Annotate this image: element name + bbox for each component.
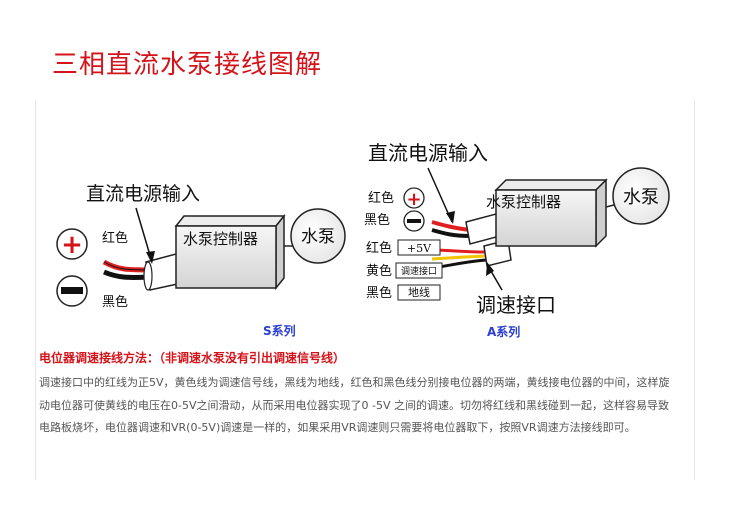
red-wire-a — [431, 220, 471, 232]
power-cable-a — [465, 213, 501, 245]
tag-plus5v — [397, 239, 441, 256]
dc-input-label: 直流电源输入 — [86, 183, 200, 205]
panel-right-border — [694, 100, 695, 480]
plus-terminal-icon-a — [403, 187, 425, 209]
red-wire-label: 红色 — [102, 230, 128, 246]
tag-plus5v-text: +5V — [407, 242, 432, 255]
pump-icon-a — [612, 167, 670, 225]
pump-label: 水泵 — [301, 227, 335, 247]
red-top-label: 红色 — [368, 190, 394, 206]
tag-ground — [397, 284, 441, 301]
black-wire-label: 黑色 — [102, 294, 128, 310]
controller-label: 水泵控制器 — [183, 230, 258, 248]
tag-speed — [395, 262, 443, 279]
row-black-label: 黑色 — [366, 285, 392, 301]
panel-left-border — [35, 100, 36, 480]
minus-bar — [61, 287, 83, 294]
controller-label-a: 水泵控制器 — [486, 193, 561, 211]
row-yellow-label: 黄色 — [366, 263, 392, 279]
method-title: 电位器调速接线方法：（非调速水泵没有引出调速信号线） — [39, 351, 346, 365]
diagram-panel — [35, 100, 695, 480]
pump-icon — [290, 208, 346, 264]
controller-box — [175, 225, 277, 289]
method-paragraph: 调速接口中的红线为正5V，黄色线为调速信号线，黑线为地线，红色和黑色线分别接电位… — [39, 376, 670, 434]
a-series-diagram: 直流电源输入 红色 + 黑色 红色 +5V 黄色 调速接口 黑色 地线 调速接口 — [364, 141, 670, 317]
black-top-label: 黑色 — [364, 212, 390, 228]
plus-sign: + — [61, 230, 83, 260]
black-wire-a — [431, 228, 471, 238]
tag-ground-text: 地线 — [408, 285, 430, 299]
controller-box-a — [495, 189, 597, 247]
black-wire — [103, 269, 149, 280]
row-red-label: 红色 — [366, 240, 392, 256]
tag-speed-text: 调速接口 — [401, 265, 437, 277]
pump-label-a: 水泵 — [623, 187, 659, 208]
dc-input-label-a: 直流电源输入 — [368, 141, 488, 165]
s-series-diagram: + 红色 黑色 直流电源输入 水泵控制器 水泵 — [56, 183, 346, 310]
minus-bar-a — [407, 219, 421, 223]
page-title: 三相直流水泵接线图解 — [52, 50, 323, 80]
a-series-label: A系列 — [487, 325, 521, 339]
signal-yellow-wire — [431, 254, 487, 261]
plus-sign-a: + — [406, 189, 421, 210]
plus-terminal-icon — [56, 228, 88, 260]
speed-port-label: 调速接口 — [476, 293, 556, 317]
s-series-label: S系列 — [263, 324, 296, 338]
